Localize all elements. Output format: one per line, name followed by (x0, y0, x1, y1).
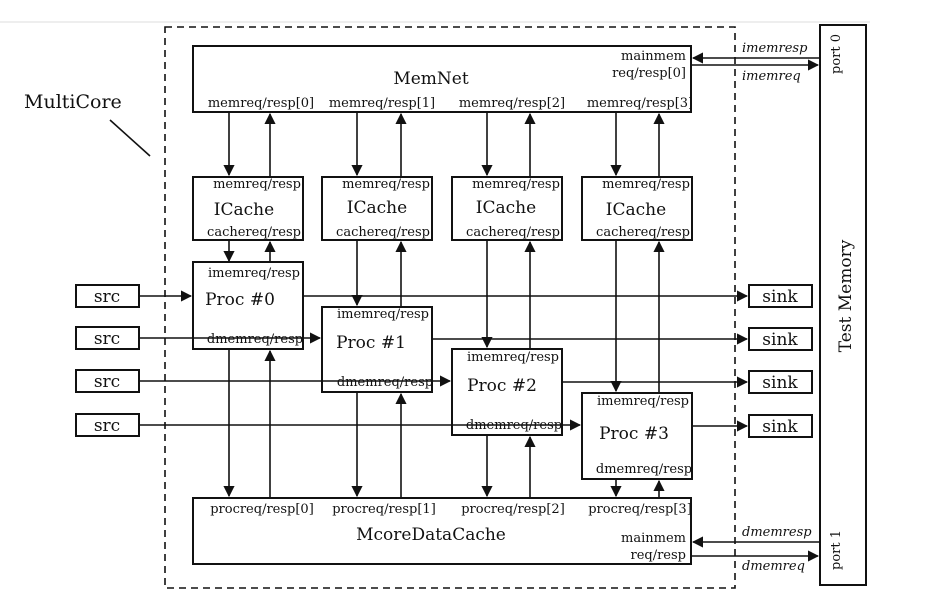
sink-2: sink (748, 370, 813, 394)
icache-2-bottom-port: cachereq/resp (466, 225, 560, 240)
memnet-port-0: memreq/resp[0] (208, 96, 314, 111)
memnet-port-3: memreq/resp[3] (587, 96, 693, 111)
src-2-label: src (94, 372, 120, 392)
proc-2: imemreq/resp Proc #2 dmemreq/resp (451, 348, 563, 436)
proc-3-title: Proc #3 (599, 424, 669, 444)
multicore-pointer (109, 119, 151, 157)
sink-0: sink (748, 284, 813, 308)
proc-0-top-port: imemreq/resp (208, 266, 300, 281)
icache-1: memreq/resp ICache cachereq/resp (321, 176, 433, 241)
dmemreq-label: dmemreq (742, 559, 805, 574)
dmemresp-label: dmemresp (742, 525, 812, 540)
multicore-boundary (164, 26, 736, 589)
sink-2-label: sink (762, 373, 798, 393)
icache-1-top-port: memreq/resp (342, 177, 430, 192)
memnet-mainmem-label: mainmem (621, 49, 686, 64)
icache-2-title: ICache (476, 198, 536, 218)
proc-1-title: Proc #1 (336, 333, 406, 353)
proc-3: imemreq/resp Proc #3 dmemreq/resp (581, 392, 693, 480)
icache-0: memreq/resp ICache cachereq/resp (192, 176, 304, 241)
proc-3-bottom-port: dmemreq/resp (596, 462, 692, 477)
datacache-port-1: procreq/resp[1] (332, 502, 436, 517)
datacache-port-0: procreq/resp[0] (210, 502, 314, 517)
icache-2-top-port: memreq/resp (472, 177, 560, 192)
icache-1-bottom-port: cachereq/resp (336, 225, 430, 240)
proc-1: imemreq/resp Proc #1 dmemreq/resp (321, 306, 433, 393)
icache-0-title: ICache (214, 200, 274, 220)
proc-1-bottom-port: dmemreq/resp (337, 375, 433, 390)
datacache-box (192, 497, 692, 565)
icache-3-top-port: memreq/resp (602, 177, 690, 192)
proc-1-top-port: imemreq/resp (337, 307, 429, 322)
multicore-label: MultiCore (24, 91, 122, 113)
icache-1-title: ICache (347, 198, 407, 218)
test-memory-box (819, 24, 867, 586)
src-2: src (75, 369, 140, 393)
src-0-label: src (94, 287, 120, 307)
src-3: src (75, 413, 140, 437)
proc-3-top-port: imemreq/resp (597, 394, 689, 409)
test-memory-port1: port 1 (829, 530, 844, 570)
icache-2: memreq/resp ICache cachereq/resp (451, 176, 563, 241)
proc-0: imemreq/resp Proc #0 dmemreq/resp (192, 261, 304, 350)
src-0: src (75, 284, 140, 308)
datacache-mainmem-label: mainmem (621, 531, 686, 546)
icache-3-title: ICache (606, 200, 666, 220)
icache-0-top-port: memreq/resp (213, 177, 301, 192)
memnet-mainmem-port: req/resp[0] (612, 66, 686, 81)
src-1: src (75, 326, 140, 350)
memnet-box (192, 45, 692, 113)
datacache-title: McoreDataCache (356, 525, 506, 545)
src-3-label: src (94, 416, 120, 436)
sink-3-label: sink (762, 417, 798, 437)
sink-0-label: sink (762, 287, 798, 307)
imemreq-label: imemreq (742, 69, 801, 84)
sink-1-label: sink (762, 330, 798, 350)
memnet-port-2: memreq/resp[2] (459, 96, 565, 111)
sink-1: sink (748, 327, 813, 351)
icache-0-bottom-port: cachereq/resp (207, 225, 301, 240)
imemresp-label: imemresp (742, 41, 808, 56)
src-1-label: src (94, 329, 120, 349)
memnet-title: MemNet (393, 69, 469, 89)
datacache-mainmem-port: req/resp (630, 548, 686, 563)
memnet-port-1: memreq/resp[1] (329, 96, 435, 111)
icache-3-bottom-port: cachereq/resp (596, 225, 690, 240)
proc-2-top-port: imemreq/resp (467, 350, 559, 365)
proc-0-bottom-port: dmemreq/resp (207, 332, 303, 347)
proc-2-title: Proc #2 (467, 376, 537, 396)
proc-0-title: Proc #0 (205, 290, 275, 310)
datacache-port-3: procreq/resp[3] (588, 502, 692, 517)
icache-3: memreq/resp ICache cachereq/resp (581, 176, 693, 241)
datacache-port-2: procreq/resp[2] (461, 502, 565, 517)
test-memory-title: Test Memory (836, 239, 856, 352)
sink-3: sink (748, 414, 813, 438)
test-memory-port0: port 0 (829, 34, 844, 74)
